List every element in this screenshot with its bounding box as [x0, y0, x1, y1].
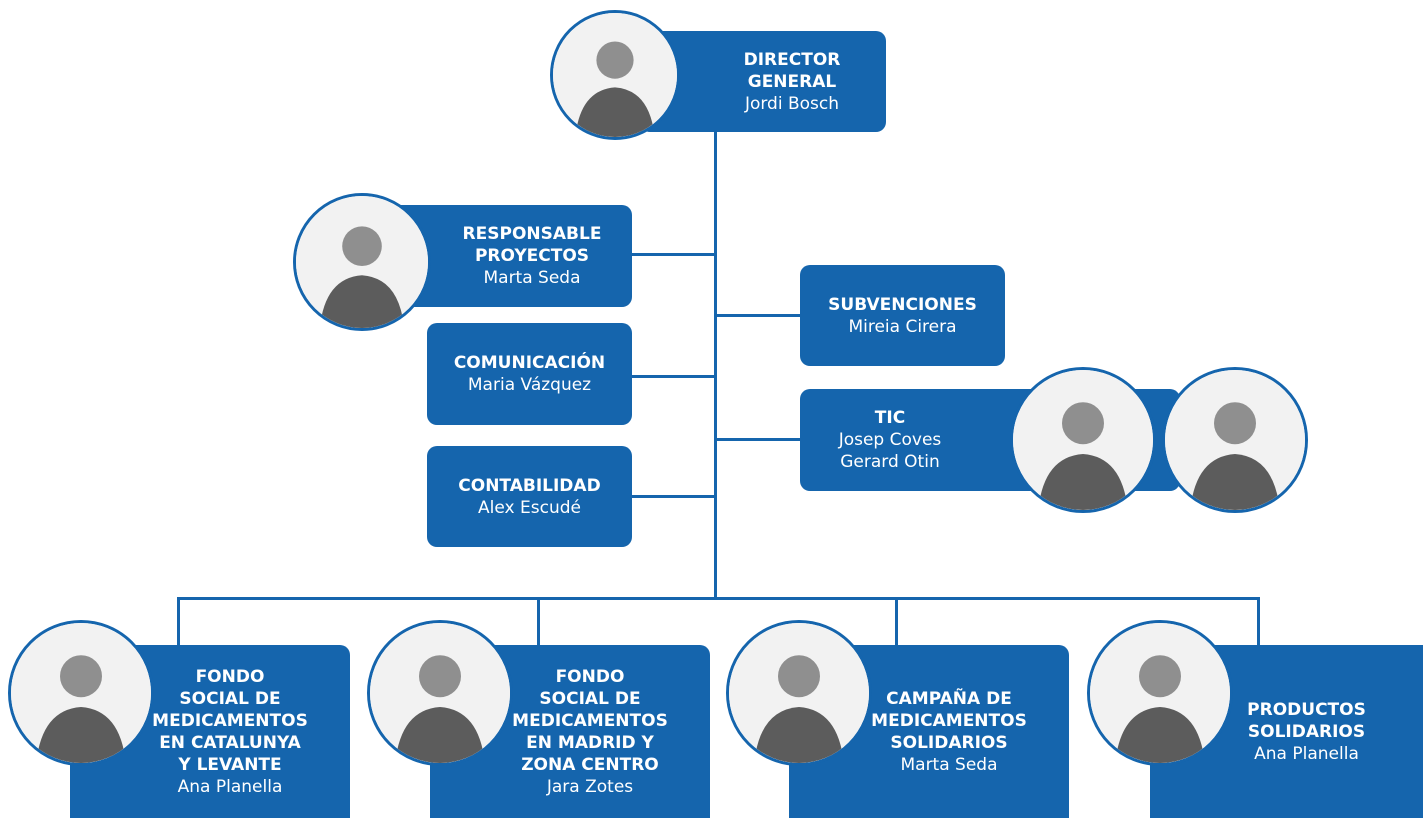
node-title: SUBVENCIONES	[828, 294, 977, 315]
node-name: Josep Coves Gerard Otin	[838, 430, 942, 472]
node-name: Marta Seda	[483, 268, 581, 288]
node-title: COMUNICACIÓN	[453, 353, 606, 373]
node-name: Marta Seda	[900, 754, 998, 775]
node-title: TIC	[874, 408, 906, 428]
person-photo	[726, 620, 872, 766]
node-name: Alex Escudé	[478, 497, 581, 518]
node-name: Jordi Bosch	[744, 93, 840, 114]
branch-drop-1	[177, 597, 180, 645]
node-name: Ana Planella	[177, 776, 283, 797]
node-communication: COMUNICACIÓN Maria Vázquez	[427, 323, 632, 425]
node-title: CONTABILIDAD	[458, 475, 601, 496]
node-name: Mireia Cirera	[848, 316, 957, 337]
node-name: Maria Vázquez	[467, 375, 592, 395]
node-title: DIRECTOR GENERAL	[743, 49, 841, 92]
person-photo	[1010, 367, 1156, 513]
node-title: FONDO SOCIAL DE MEDICAMENTOS EN MADRID Y…	[512, 666, 668, 775]
node-director: DIRECTOR GENERAL Jordi Bosch	[640, 31, 886, 132]
connector-it	[714, 438, 802, 441]
connector-accounting	[630, 495, 716, 498]
branch-drop-4	[1257, 597, 1260, 645]
connector-grants	[714, 314, 802, 317]
branch-drop-3	[895, 597, 898, 645]
connector-projects	[630, 253, 716, 256]
node-title: CAMPAÑA DE MEDICAMENTOS SOLIDARIOS	[871, 688, 1027, 753]
person-photo	[367, 620, 513, 766]
person-photo	[293, 193, 431, 331]
connector-communication	[630, 375, 716, 378]
node-title: FONDO SOCIAL DE MEDICAMENTOS EN CATALUNY…	[152, 666, 308, 775]
person-photo	[8, 620, 154, 766]
branch-drop-2	[537, 597, 540, 645]
node-name: Jara Zotes	[546, 776, 634, 797]
node-grants: SUBVENCIONES Mireia Cirera	[800, 265, 1005, 366]
person-photo	[1162, 367, 1308, 513]
person-photo	[550, 10, 680, 140]
bottom-branch-line	[177, 597, 1260, 600]
main-trunk-line	[714, 131, 717, 599]
node-title: RESPONSABLE PROYECTOS	[462, 224, 602, 266]
node-accounting: CONTABILIDAD Alex Escudé	[427, 446, 632, 547]
person-photo	[1087, 620, 1233, 766]
node-name: Ana Planella	[1254, 743, 1359, 764]
node-title: PRODUCTOS SOLIDARIOS	[1247, 699, 1366, 742]
